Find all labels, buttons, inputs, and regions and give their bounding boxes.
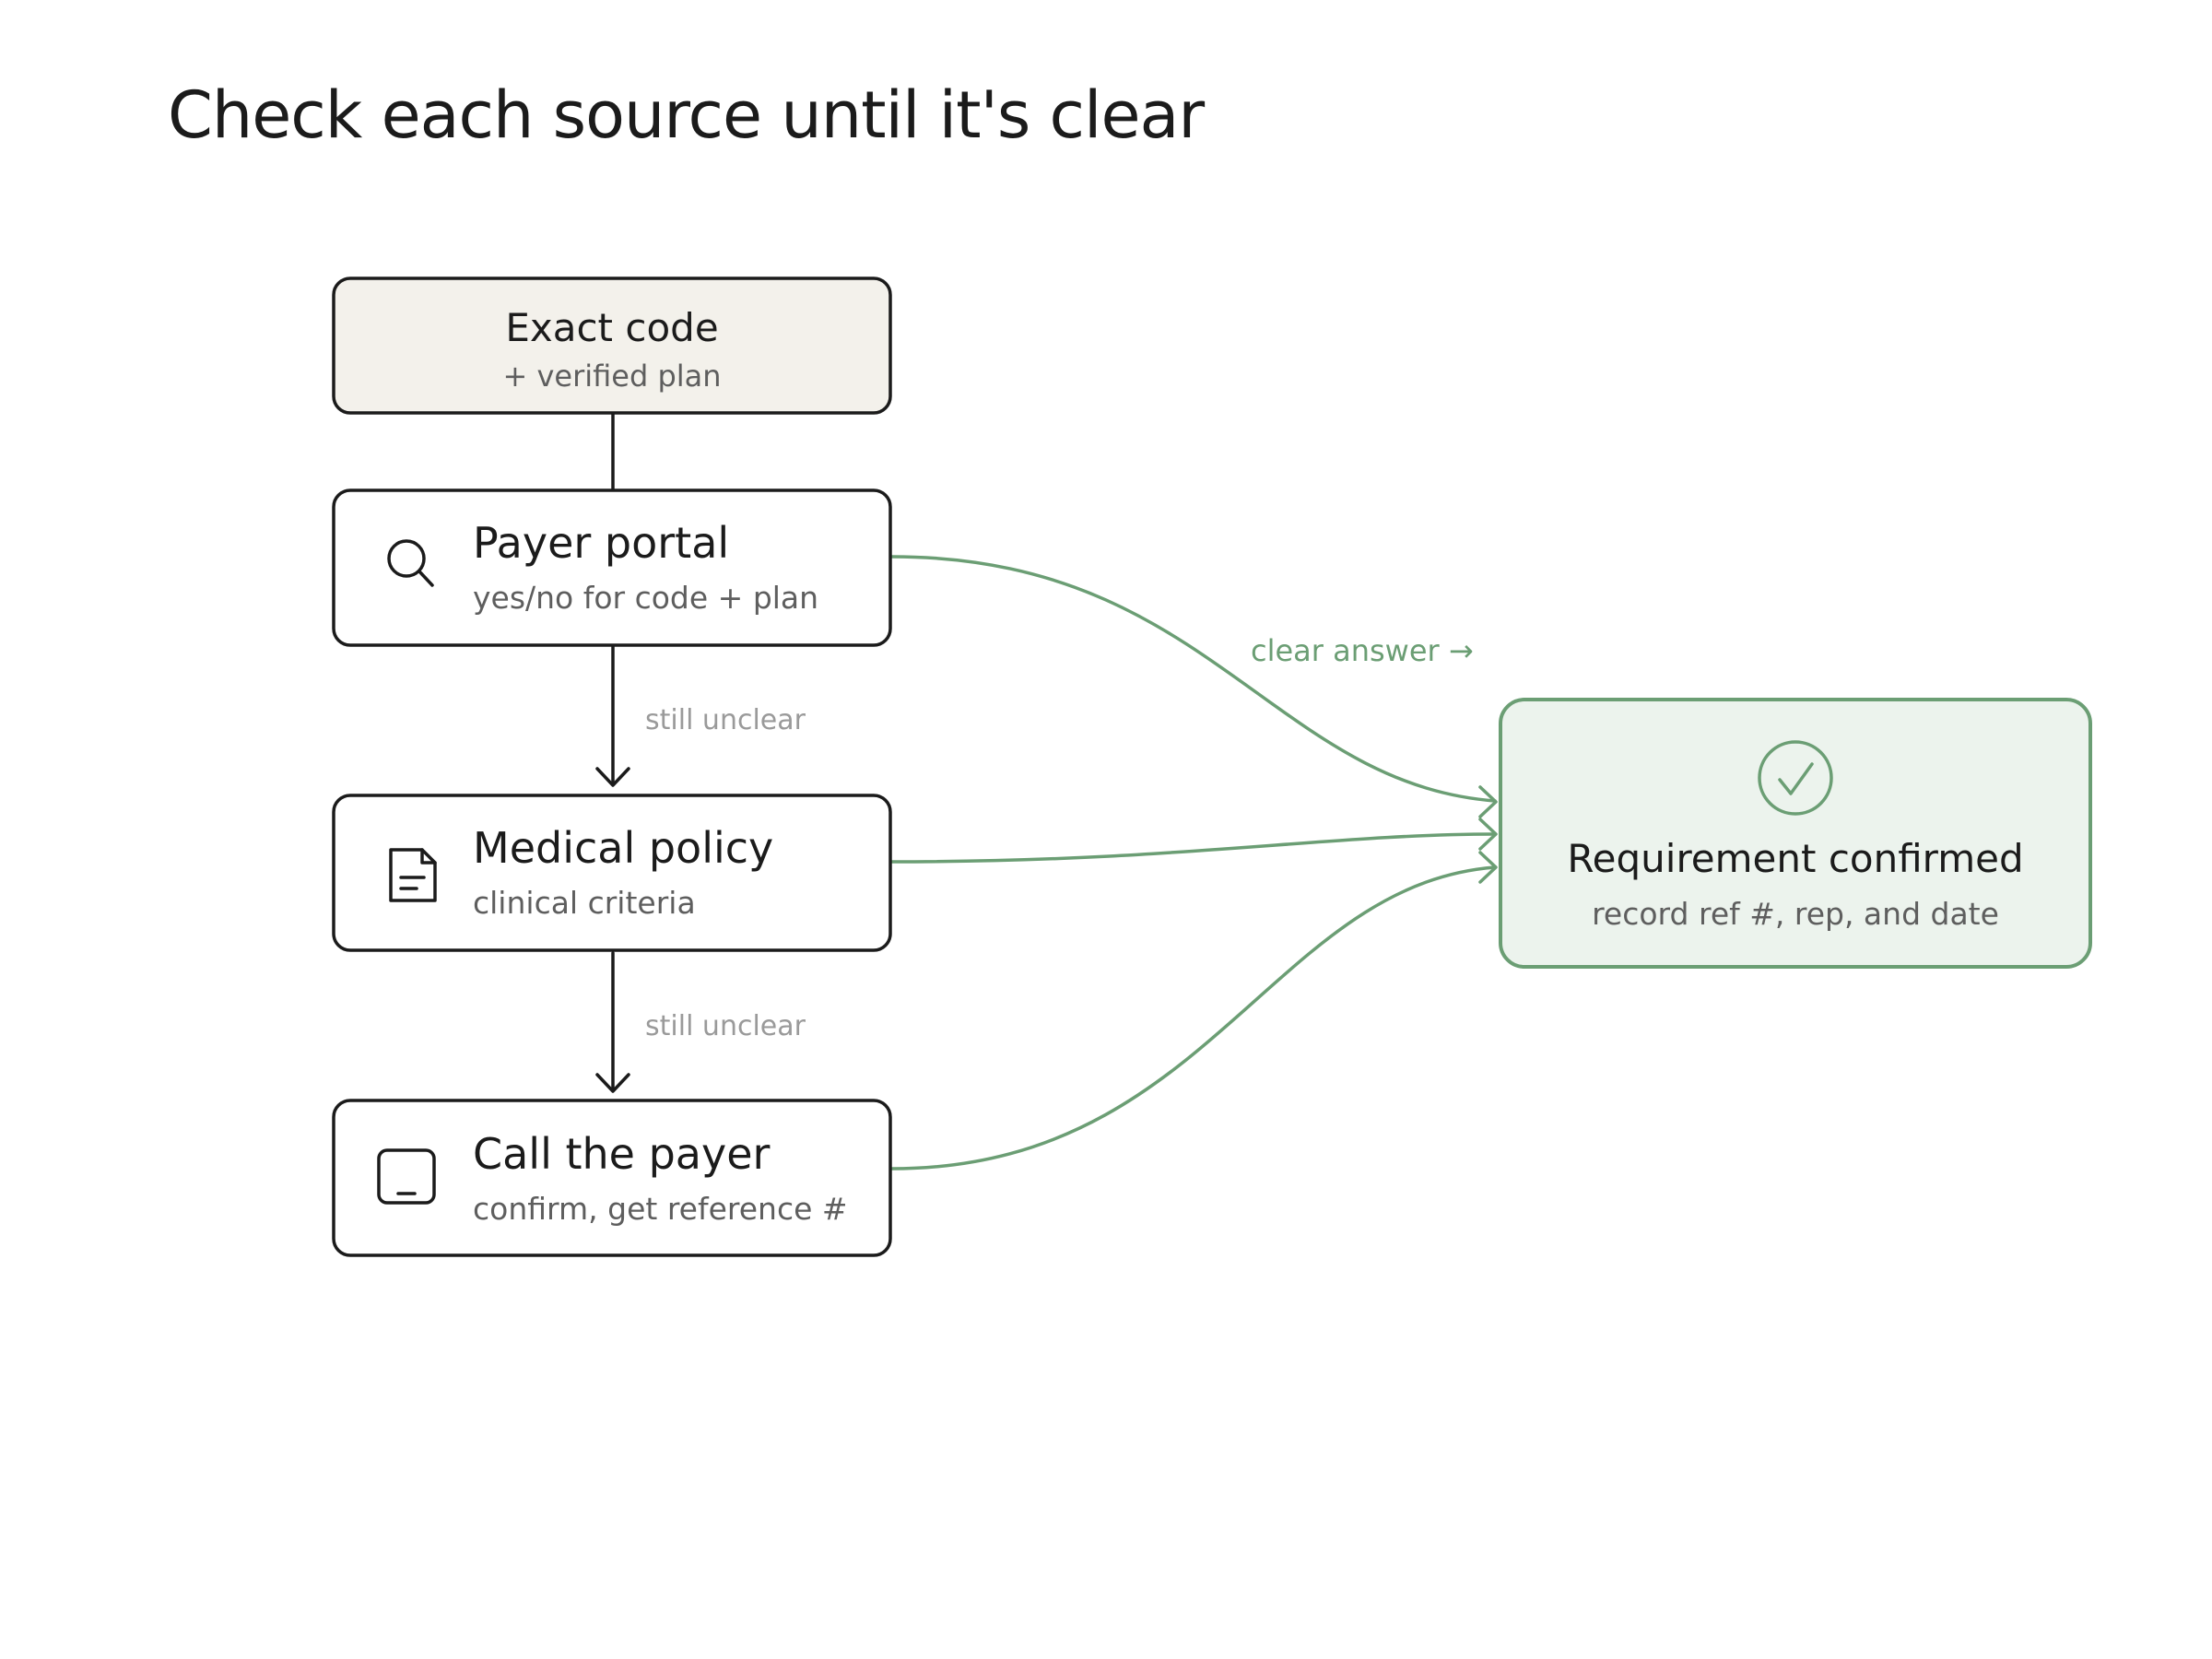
node-portal-subtitle: yes/no for code + plan	[473, 580, 818, 616]
arrowhead-policy-result	[1478, 818, 1498, 851]
node-call-subtitle: confirm, get reference #	[473, 1191, 848, 1227]
curve-policy-to-result	[890, 832, 1497, 864]
node-policy-title: Medical policy	[473, 823, 773, 873]
document-icon	[389, 848, 437, 902]
node-policy-box	[332, 794, 892, 952]
node-call-box	[332, 1099, 892, 1257]
node-portal-title: Payer portal	[473, 518, 729, 568]
node-payer-portal: Payer portal yes/no for code + plan	[332, 488, 892, 647]
node-call-title: Call the payer	[473, 1129, 771, 1179]
node-policy-subtitle: clinical criteria	[473, 885, 696, 921]
arrowhead-call	[595, 1073, 630, 1093]
curve-portal-to-result	[890, 555, 1497, 803]
node-start-title: Exact code	[505, 305, 718, 350]
curve-call-to-result	[890, 865, 1497, 1171]
phone-icon	[377, 1148, 436, 1205]
node-start-subtitle: + verified plan	[502, 359, 721, 394]
arrowhead-call-result	[1478, 851, 1498, 884]
node-requirement-confirmed: Requirement confirmed record ref #, rep,…	[1499, 698, 2092, 969]
arrowhead-policy	[595, 767, 630, 787]
check-circle-icon	[1758, 740, 1833, 816]
page-title: Check each source until it's clear	[168, 77, 1205, 153]
vertical-connectors	[595, 413, 630, 1093]
edge-label-portal-to-policy: still unclear	[645, 704, 806, 736]
edge-label-clear-answer: clear answer →	[1251, 633, 1474, 668]
node-result-title: Requirement confirmed	[1567, 836, 2023, 881]
node-medical-policy: Medical policy clinical criteria	[332, 794, 892, 952]
node-portal-box	[332, 488, 892, 647]
node-start: Exact code + verified plan	[332, 276, 892, 415]
result-connectors	[890, 555, 1498, 1171]
node-result-subtitle: record ref #, rep, and date	[1592, 896, 1999, 932]
node-call-payer: Call the payer confirm, get reference #	[332, 1099, 892, 1257]
arrowhead-portal-result	[1478, 785, 1498, 818]
node-result-box	[1499, 698, 2092, 969]
search-icon	[387, 539, 434, 587]
edge-label-policy-to-call: still unclear	[645, 1010, 806, 1042]
node-start-box	[332, 276, 892, 415]
